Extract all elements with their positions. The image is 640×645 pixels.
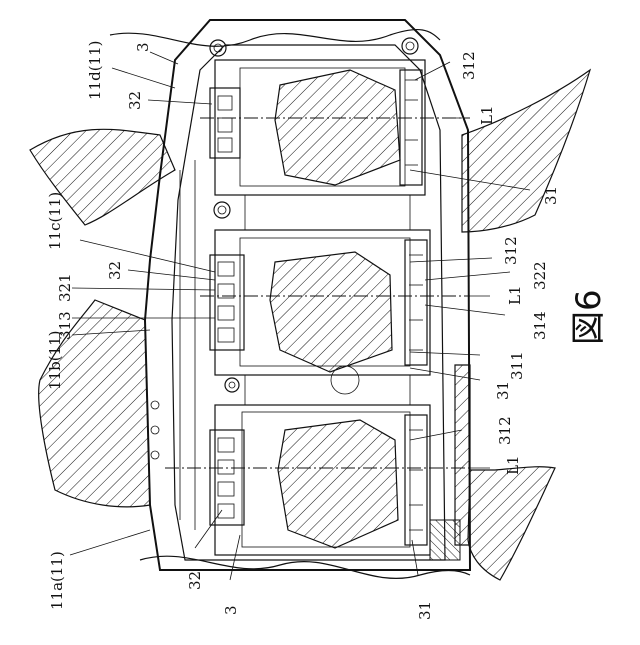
label-11a: 11a(11) [48, 551, 66, 610]
hatched-block-right-lower [455, 365, 470, 545]
housing-wave-top [110, 30, 440, 47]
label-3-bot: 3 [222, 605, 240, 615]
module-top [210, 60, 425, 195]
module-middle [210, 230, 430, 394]
label-311: 311 [508, 351, 526, 380]
label-312-mid: 312 [502, 236, 520, 265]
label-312-top: 312 [460, 51, 478, 80]
label-11d: 11d(11) [86, 41, 104, 100]
label-L1-top: L1 [478, 105, 496, 125]
label-32-bot: 32 [186, 571, 204, 590]
bolt-hole-side-2 [225, 378, 239, 392]
label-314: 314 [531, 311, 549, 340]
hatched-wing-top-right [462, 70, 590, 232]
hatched-wing-bottom-right [468, 467, 555, 580]
bolt-hole-side-1 [214, 202, 230, 218]
label-322: 322 [531, 261, 549, 290]
figure-label: 図6 [569, 289, 609, 345]
label-11b: 11b(11) [46, 331, 64, 390]
label-L1-mid: L1 [506, 285, 524, 305]
label-L1-bot: L1 [504, 455, 522, 475]
bolt-hole-top-left [210, 40, 226, 56]
label-31-mid: 31 [494, 381, 512, 400]
label-32-top: 32 [126, 91, 144, 110]
label-31-bot: 31 [416, 601, 434, 620]
label-312-bot: 312 [496, 416, 514, 445]
label-32-mid: 32 [106, 261, 124, 280]
label-3-top: 3 [134, 42, 152, 52]
label-31-top: 31 [542, 186, 560, 205]
label-11c: 11c(11) [46, 192, 64, 250]
bolt-hole-top-right [402, 38, 418, 54]
module-bottom [210, 405, 460, 560]
label-321: 321 [56, 273, 74, 302]
